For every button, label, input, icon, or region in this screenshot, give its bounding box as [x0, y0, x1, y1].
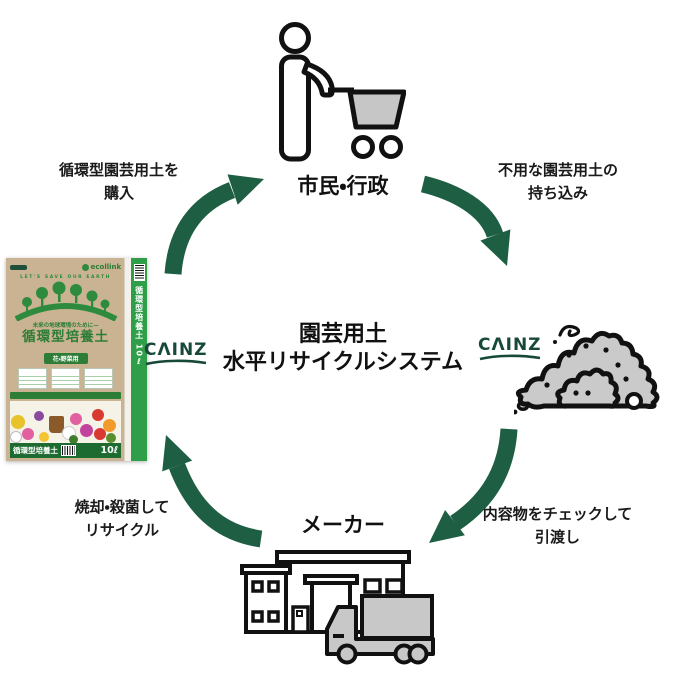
flower-dot: [80, 424, 93, 437]
truck-cargo-box: [360, 594, 434, 640]
flowers-vegetables-photo: [10, 401, 122, 443]
bag-side-green-stripe: 循環型培養土 10ℓ: [131, 258, 147, 461]
cainz-logo-right: CΛINZ: [478, 336, 542, 361]
diagram-title: 園芸用土 水平リサイクルシステム: [143, 321, 543, 378]
step-recycle-line1: 焼却・殺菌して: [74, 498, 170, 516]
ecollink-logo-text: ecollink: [90, 263, 122, 271]
person-shopping-cart-icon: [279, 22, 406, 162]
step-purchase-line2: 購入: [103, 184, 134, 202]
bag-green-band: [10, 392, 122, 399]
citizens-label: 市民・行政: [297, 174, 389, 198]
side-vertical-label: 循環型培養土 10ℓ: [134, 286, 144, 367]
step-recycle-line2: リサイクル: [84, 521, 160, 539]
bag-front-panel: ecollink LET'S SAVE OUR EARTH 未来の地球環境のため…: [6, 258, 125, 461]
side-barcode: [133, 264, 145, 281]
recycled-soil-bag-image: ecollink LET'S SAVE OUR EARTH 未来の地球環境のため…: [6, 258, 147, 461]
ecollink-logo: ecollink: [81, 263, 122, 271]
bag-use-badge: 花・野菜用: [10, 346, 121, 365]
leaf-dot: [69, 435, 78, 443]
bag-product-name: 循環型培養土: [22, 329, 110, 345]
arrow-purchase: [164, 174, 264, 275]
diagram-title-line1: 園芸用土: [298, 322, 387, 347]
cainz-logo-left: CΛINZ: [144, 341, 208, 366]
bag-slogan: LET'S SAVE OUR EARTH: [20, 275, 112, 280]
diagram-title-line2: 水平リサイクルシステム: [222, 350, 464, 375]
bag-bottom-banner: 循環型培養土 10ℓ: [10, 443, 122, 458]
vegetable-dot: [103, 419, 116, 432]
tomato-dot: [94, 428, 106, 440]
step-purchase-line1: 循環型園芸用土を: [58, 161, 179, 179]
ecollink-leaf-icon: [81, 264, 89, 271]
flower-dot: [11, 415, 25, 429]
flower-pot: [49, 416, 64, 433]
banner-volume: 10ℓ: [100, 445, 119, 456]
cainz-underline-swoosh: [145, 359, 206, 366]
bag-feature-boxes: [10, 368, 121, 389]
tomato-dot: [92, 409, 104, 421]
step-bring-in-text: 不用な園芸用土の 持ち込み: [462, 159, 654, 205]
step-bring-in-line1: 不用な園芸用土の: [497, 161, 618, 179]
step-handover-text: 内容物をチェックして 引渡し: [455, 503, 660, 549]
factory-truck-icon: [240, 550, 435, 665]
flower-dot: [22, 428, 34, 440]
bag-use-text: 花・野菜用: [43, 353, 88, 364]
maker-label: メーカー: [301, 513, 385, 537]
soil-pile-icon: [514, 324, 660, 415]
arrow-handover: [429, 428, 518, 543]
leaf-dot: [106, 433, 116, 443]
barcode: [61, 445, 76, 456]
bag-side-white-stripe: [124, 258, 132, 461]
step-purchase-text: 循環型園芸用土を 購入: [28, 159, 210, 205]
feature-box: [84, 368, 114, 389]
step-handover-line2: 引渡し: [534, 528, 580, 546]
step-bring-in-line2: 持ち込み: [527, 184, 588, 202]
step-recycle-text: 焼却・殺菌して リサイクル: [33, 496, 211, 542]
feature-box: [51, 368, 81, 389]
cainz-small-logo: [10, 265, 27, 270]
cainz-logo-text: CΛINZ: [478, 335, 542, 355]
fly-squiggle: [558, 324, 581, 338]
flower-dot: [70, 413, 82, 425]
arrow-recycle: [162, 435, 263, 548]
earth-trees-illustration: [14, 281, 117, 321]
cainz-logo-text: CΛINZ: [144, 340, 208, 360]
flower-dot: [39, 432, 49, 442]
truck-cab-chassis: [325, 605, 435, 656]
flower-dot: [10, 431, 22, 443]
bag-tagline: 未来の地球環境のために—: [32, 323, 99, 329]
cainz-underline-swoosh: [479, 354, 540, 361]
arrow-bring-in: [420, 175, 511, 266]
banner-product-name: 循環型培養土: [13, 446, 58, 455]
flower-dot: [34, 411, 44, 421]
feature-box: [18, 368, 48, 389]
step-handover-line1: 内容物をチェックして: [482, 505, 633, 523]
